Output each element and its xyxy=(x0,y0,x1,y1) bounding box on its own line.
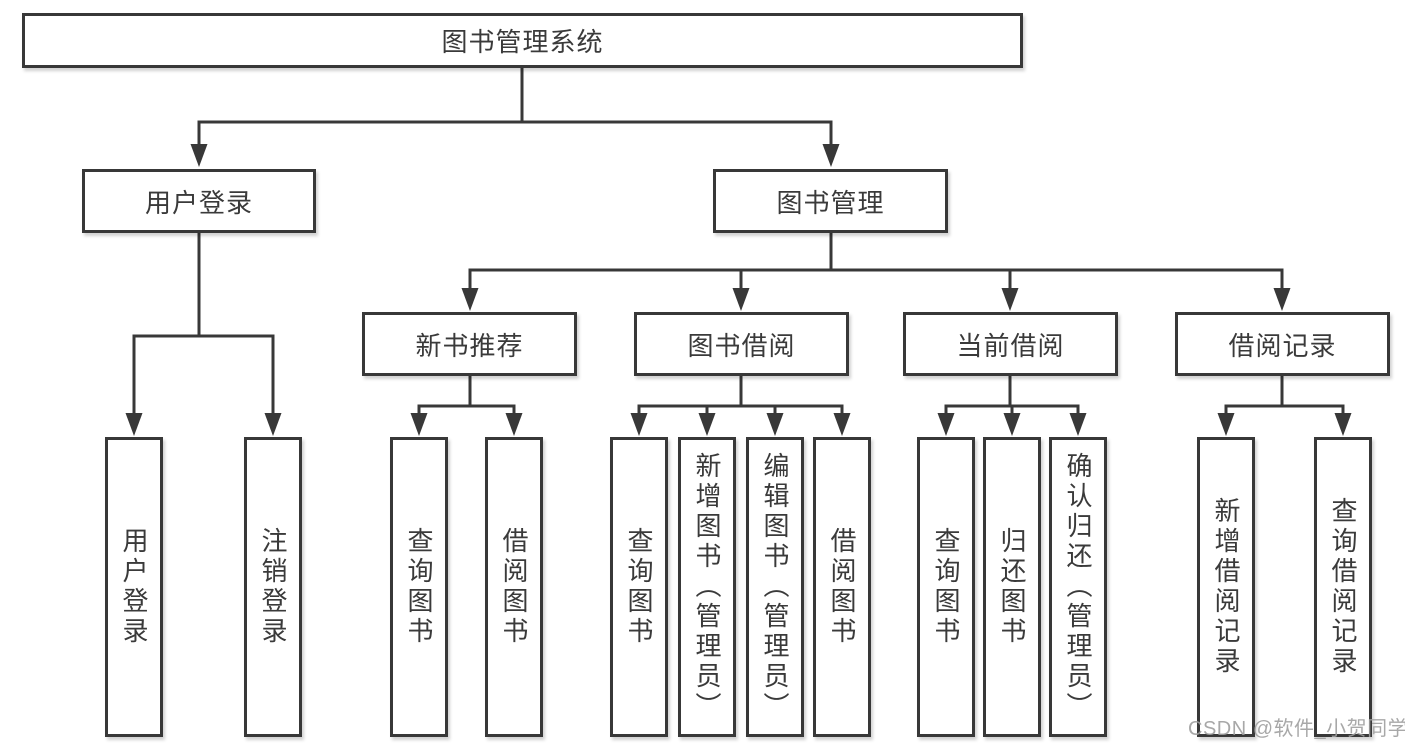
node-label: 用户登录 xyxy=(144,187,253,218)
node-label: 归还图书 xyxy=(997,527,1027,647)
leaf-user-login: 用户登录 xyxy=(105,437,163,737)
node-book-management: 图书管理 xyxy=(713,169,948,233)
node-label: 借阅记录 xyxy=(1228,330,1337,361)
leaf-query-borrow-record: 查询借阅记录 xyxy=(1314,437,1372,737)
node-label: 当前借阅 xyxy=(956,330,1065,361)
node-label: 新增图书（管理员） xyxy=(692,452,722,722)
leaf-add-books-admin: 新增图书（管理员） xyxy=(678,437,736,737)
node-label: 查询图书 xyxy=(624,527,654,647)
node-library-management-system: 图书管理系统 xyxy=(22,13,1023,68)
node-new-book-recommendation: 新书推荐 xyxy=(362,312,577,376)
node-label: 图书借阅 xyxy=(687,330,796,361)
node-label: 图书管理系统 xyxy=(441,27,604,57)
leaf-query-books-recommend: 查询图书 xyxy=(390,437,448,737)
leaf-edit-books-admin: 编辑图书（管理员） xyxy=(746,437,804,737)
leaf-logout: 注销登录 xyxy=(244,437,302,737)
node-label: 借阅图书 xyxy=(499,527,529,647)
node-label: 查询图书 xyxy=(404,527,434,647)
leaf-query-books-current: 查询图书 xyxy=(917,437,975,737)
node-label: 注销登录 xyxy=(258,527,288,647)
leaf-add-borrow-record: 新增借阅记录 xyxy=(1197,437,1255,737)
node-label: 编辑图书（管理员） xyxy=(760,452,790,722)
leaf-borrow-books-recommend: 借阅图书 xyxy=(485,437,543,737)
node-user-login: 用户登录 xyxy=(82,169,316,233)
node-label: 借阅图书 xyxy=(827,527,857,647)
node-current-borrowing: 当前借阅 xyxy=(903,312,1118,376)
node-label: 用户登录 xyxy=(119,527,149,647)
node-label: 查询借阅记录 xyxy=(1328,497,1358,677)
node-label: 查询图书 xyxy=(931,527,961,647)
node-borrowing-records: 借阅记录 xyxy=(1175,312,1390,376)
leaf-confirm-return-admin: 确认归还（管理员） xyxy=(1049,437,1107,737)
node-label: 确认归还（管理员） xyxy=(1063,452,1093,722)
leaf-return-books: 归还图书 xyxy=(983,437,1041,737)
node-label: 新增借阅记录 xyxy=(1211,497,1241,677)
csdn-watermark: CSDN @软件_小贺同学 xyxy=(1188,718,1405,740)
node-label: 图书管理 xyxy=(776,187,885,218)
node-label: 新书推荐 xyxy=(415,330,524,361)
leaf-query-books-borrow: 查询图书 xyxy=(610,437,668,737)
leaf-borrow-books: 借阅图书 xyxy=(813,437,871,737)
node-book-borrowing: 图书借阅 xyxy=(634,312,849,376)
